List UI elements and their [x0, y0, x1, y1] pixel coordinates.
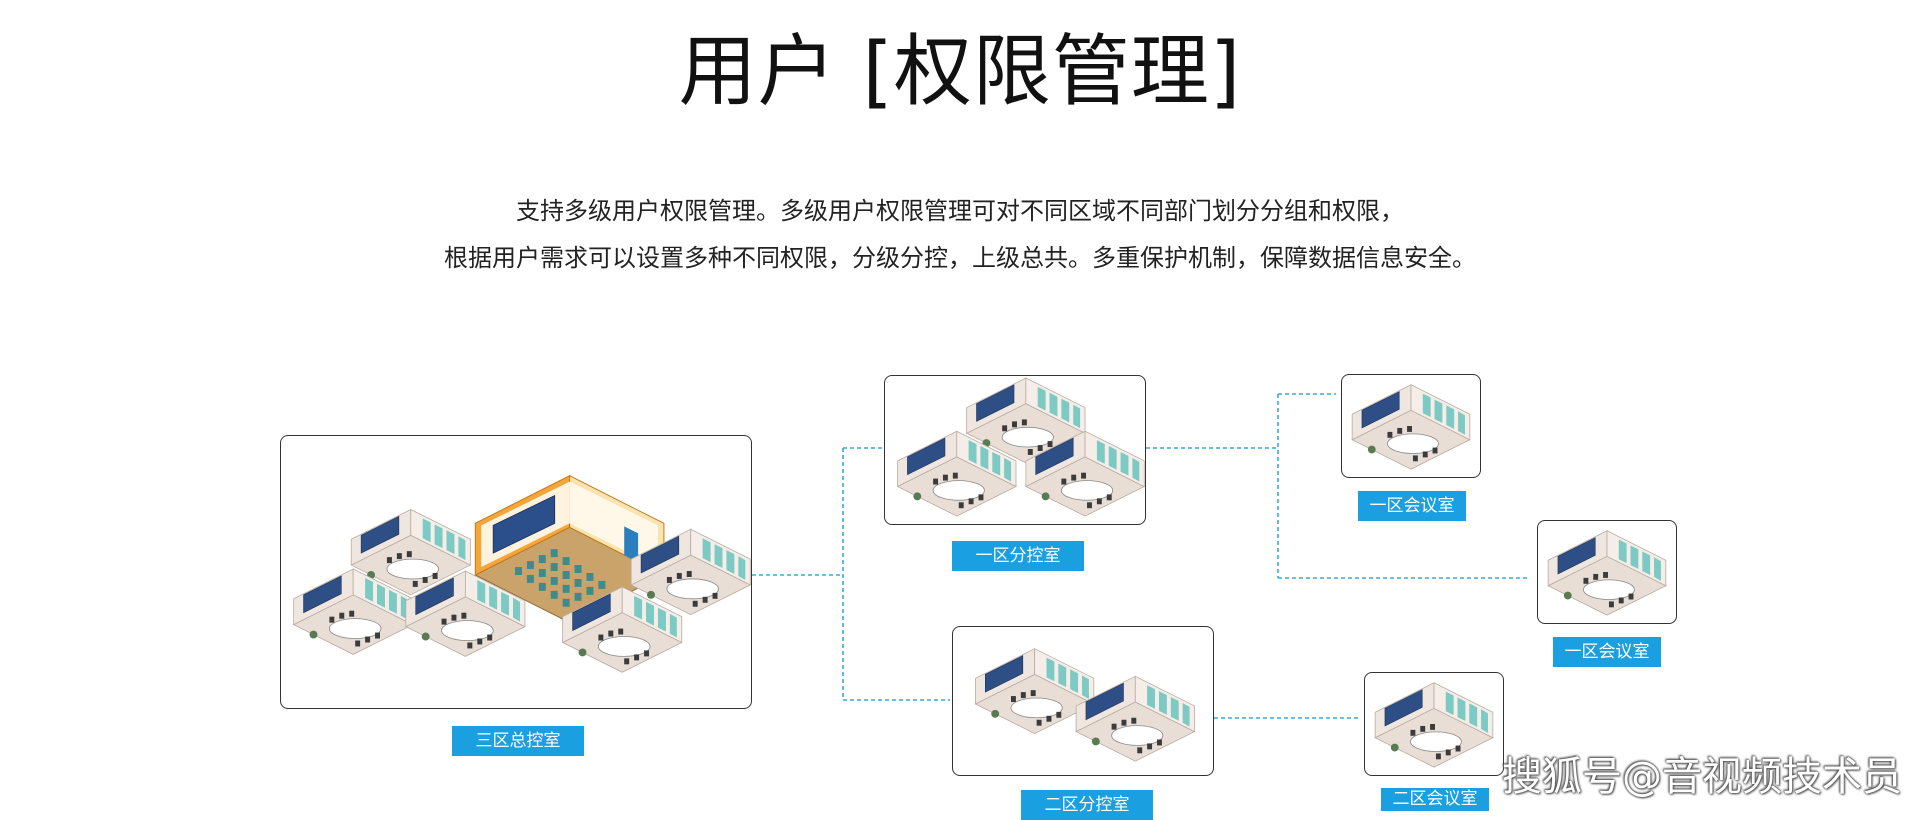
meeting-room-illustration [1547, 530, 1667, 616]
zone2-meeting-label: 二区会议室 [1381, 788, 1489, 811]
zone3-main-control-room-box [280, 435, 752, 709]
sub-control-illustration [897, 377, 1145, 517]
zone3-main-control-label: 三区总控室 [452, 726, 584, 756]
zone1-sub-control-room-box [884, 375, 1146, 525]
zone2-sub-control-label: 二区分控室 [1021, 790, 1153, 820]
page-title: 用户 [权限管理] [678, 27, 1242, 117]
description-line-1: 支持多级用户权限管理。多级用户权限管理可对不同区域不同部门划分分组和权限， [516, 197, 1404, 225]
zone1-meeting-b-label: 一区会议室 [1553, 637, 1661, 667]
zone1-sub-control-label: 一区分控室 [952, 541, 1084, 571]
zone1-meeting-room-b-box [1537, 520, 1677, 624]
zone2-sub-control-room-box [952, 626, 1214, 776]
description-line-2: 根据用户需求可以设置多种不同权限，分级分控，上级总共。多重保护机制，保障数据信息… [444, 244, 1476, 272]
meeting-room-illustration [1374, 682, 1494, 768]
sub-control-illustration [974, 648, 1195, 762]
watermark: 搜狐号@音视频技术员 [1502, 754, 1902, 800]
zone2-meeting-room-box [1364, 672, 1504, 776]
meeting-room-illustration [1351, 384, 1471, 470]
zone1-meeting-room-a-box [1341, 374, 1481, 478]
control-room-illustration [293, 475, 751, 673]
zone1-meeting-a-label: 一区会议室 [1358, 491, 1466, 521]
